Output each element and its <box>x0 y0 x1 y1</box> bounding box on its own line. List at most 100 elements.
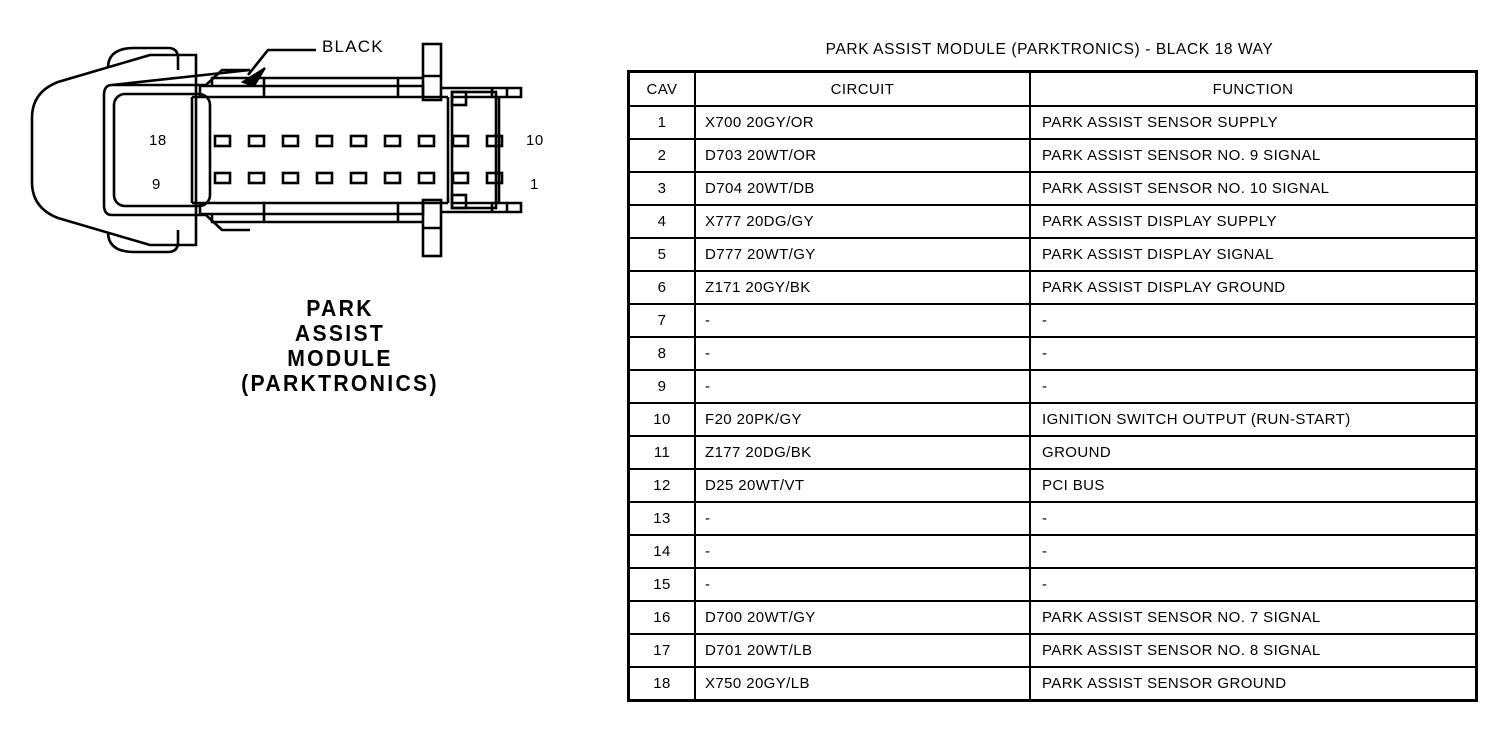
cell-function: PARK ASSIST DISPLAY SUPPLY <box>1029 204 1478 239</box>
cell-function: PARK ASSIST SENSOR NO. 8 SIGNAL <box>1029 633 1478 668</box>
header-cav: CAV <box>627 70 696 107</box>
cell-function: - <box>1029 369 1478 404</box>
table-row: 13-- <box>627 501 1478 536</box>
pin-number-label-bottom-left: 9 <box>152 176 161 193</box>
caption-line-2: ASSIST <box>294 320 386 346</box>
cell-function: PARK ASSIST SENSOR NO. 10 SIGNAL <box>1029 171 1478 206</box>
table-row: 7-- <box>627 303 1478 338</box>
cell-function: PARK ASSIST SENSOR NO. 7 SIGNAL <box>1029 600 1478 635</box>
black-color-label: BLACK <box>322 37 384 56</box>
pin-cavity <box>417 171 436 185</box>
pin-cavity <box>247 134 266 148</box>
connector-diagram: BLACK 18 9 10 1 PARK ASSIST MODULE (PARK… <box>0 0 600 734</box>
pin-cavity-row-top <box>213 134 504 148</box>
cell-circuit: D701 20WT/LB <box>694 633 1031 668</box>
cell-cav: 8 <box>627 336 696 371</box>
pin-cavity <box>485 134 504 148</box>
cell-function: PCI BUS <box>1029 468 1478 503</box>
pinout-panel: PARK ASSIST MODULE (PARKTRONICS) - BLACK… <box>627 40 1478 702</box>
cell-cav: 3 <box>627 171 696 206</box>
pin-cavity <box>417 134 436 148</box>
table-row: 8-- <box>627 336 1478 371</box>
pin-cavity <box>451 171 470 185</box>
connector-caption: PARK ASSIST MODULE (PARKTRONICS) <box>202 296 478 396</box>
cell-circuit: - <box>694 567 1031 602</box>
caption-line-3: MODULE <box>287 345 393 371</box>
cell-circuit: - <box>694 336 1031 371</box>
pin-cavity <box>349 171 368 185</box>
connector-outer-shell <box>30 53 198 247</box>
table-header-row: CAV CIRCUIT FUNCTION <box>627 70 1478 107</box>
pin-number-label-top-left: 18 <box>149 132 167 149</box>
cell-cav: 12 <box>627 468 696 503</box>
connector-rear-body <box>450 90 498 210</box>
cell-circuit: - <box>694 303 1031 338</box>
table-row: 15-- <box>627 567 1478 602</box>
caption-line-1: PARK <box>306 295 374 321</box>
cell-cav: 14 <box>627 534 696 569</box>
cell-circuit: D25 20WT/VT <box>694 468 1031 503</box>
connector-inner-window <box>112 92 212 208</box>
connector-pin-housing <box>190 97 450 203</box>
cell-cav: 4 <box>627 204 696 239</box>
connector-rear-notch-top <box>450 90 468 107</box>
pin-cavity <box>247 171 266 185</box>
cell-cav: 2 <box>627 138 696 173</box>
black-label-arrowhead <box>240 67 266 88</box>
pin-cavity <box>485 171 504 185</box>
cell-cav: 13 <box>627 501 696 536</box>
cell-function: - <box>1029 534 1478 569</box>
pin-cavity <box>451 134 470 148</box>
cell-circuit: - <box>694 501 1031 536</box>
cell-cav: 10 <box>627 402 696 437</box>
connector-bottom-rear-rail <box>441 201 523 214</box>
cell-circuit: D777 20WT/GY <box>694 237 1031 272</box>
cell-cav: 7 <box>627 303 696 338</box>
cell-function: PARK ASSIST DISPLAY SIGNAL <box>1029 237 1478 272</box>
cell-cav: 5 <box>627 237 696 272</box>
cell-function: PARK ASSIST SENSOR GROUND <box>1029 666 1478 702</box>
cell-circuit: Z171 20GY/BK <box>694 270 1031 305</box>
connector-upper-flange-top <box>210 76 423 86</box>
cell-function: PARK ASSIST SENSOR NO. 9 SIGNAL <box>1029 138 1478 173</box>
cell-cav: 16 <box>627 600 696 635</box>
pinout-table-header: CAV CIRCUIT FUNCTION <box>627 70 1478 107</box>
pin-cavity <box>281 134 300 148</box>
connector-top-bump <box>106 46 180 70</box>
cell-function: IGNITION SWITCH OUTPUT (RUN-START) <box>1029 402 1478 437</box>
connector-upper-flange <box>198 84 425 97</box>
cell-function: PARK ASSIST SENSOR SUPPLY <box>1029 105 1478 140</box>
connector-lower-flange <box>198 203 425 216</box>
cell-circuit: D703 20WT/OR <box>694 138 1031 173</box>
pin-cavity <box>213 134 232 148</box>
cell-circuit: - <box>694 534 1031 569</box>
table-row: 14-- <box>627 534 1478 569</box>
cell-circuit: X750 20GY/LB <box>694 666 1031 702</box>
cell-cav: 18 <box>627 666 696 702</box>
caption-line-4: (PARKTRONICS) <box>241 370 439 396</box>
cell-circuit: D700 20WT/GY <box>694 600 1031 635</box>
connector-outline-drawing <box>30 42 523 258</box>
header-function: FUNCTION <box>1029 70 1478 107</box>
cell-circuit: - <box>694 369 1031 404</box>
pin-cavity <box>349 134 368 148</box>
cell-function: - <box>1029 501 1478 536</box>
connector-bottom-bump <box>106 230 180 254</box>
pin-cavity <box>315 134 334 148</box>
header-circuit: CIRCUIT <box>694 70 1031 107</box>
cell-function: - <box>1029 336 1478 371</box>
pin-cavity <box>383 134 402 148</box>
cell-function: GROUND <box>1029 435 1478 470</box>
pin-number-label-top-right: 10 <box>526 132 544 149</box>
black-label-leader-line <box>246 48 316 76</box>
cell-circuit: Z177 20DG/BK <box>694 435 1031 470</box>
